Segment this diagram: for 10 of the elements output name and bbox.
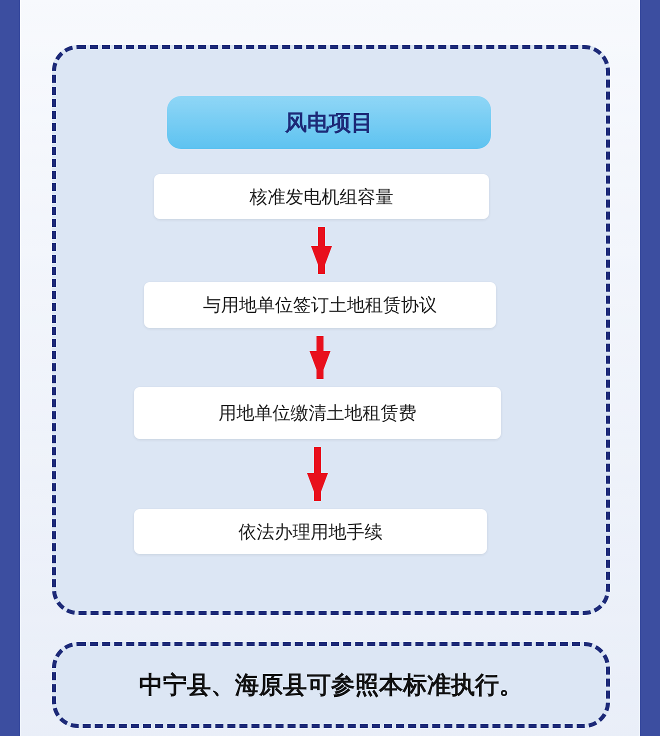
dashed-panel: 中宁县、海原县可参照本标准执行。 [52, 642, 610, 728]
process-box: 依法办理用地手续 [134, 509, 487, 554]
arrow [311, 227, 332, 274]
process-box: 与用地单位签订土地租赁协议 [144, 282, 496, 328]
process-box: 核准发电机组容量 [154, 174, 489, 219]
process-box: 用地单位缴清土地租赁费 [134, 387, 501, 439]
dashed-panel [52, 45, 610, 615]
arrow [307, 447, 328, 501]
title-banner: 风电项目 [167, 96, 491, 149]
arrow [310, 336, 330, 379]
